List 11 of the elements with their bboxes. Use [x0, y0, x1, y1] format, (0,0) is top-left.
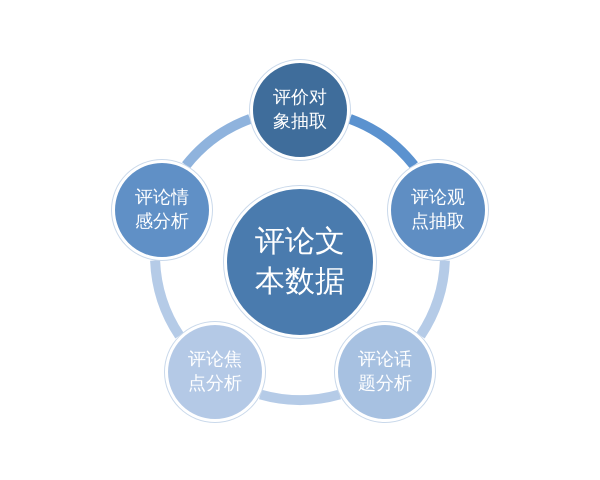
ring-segment — [259, 390, 341, 405]
circle-label: 评论情感分析 — [134, 186, 190, 234]
ring-segment — [416, 260, 450, 338]
circle-label: 评论话题分析 — [357, 348, 414, 396]
ring-segment — [150, 260, 184, 338]
circle-label: 评论焦点分析 — [186, 348, 243, 396]
ring-segment — [182, 114, 252, 169]
circle-label: 评价对象抽取 — [272, 86, 328, 134]
circle-label: 评论文本数据 — [254, 222, 346, 301]
ring-segment — [348, 114, 418, 169]
circle-label: 评论观点抽取 — [410, 186, 466, 234]
